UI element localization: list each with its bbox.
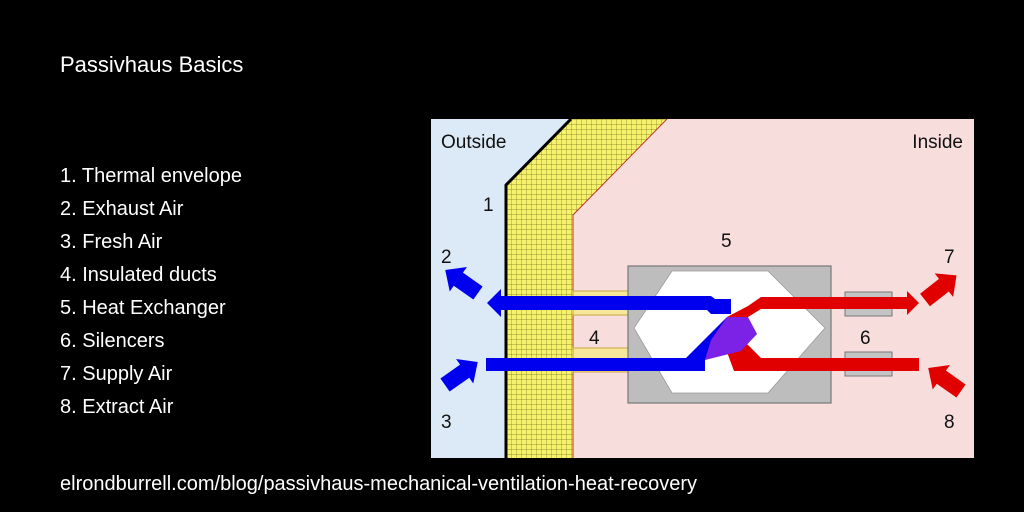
legend-item-insulated-ducts: 4. Insulated ducts [60, 264, 217, 286]
legend-list: 1. Thermal envelope 2. Exhaust Air 3. Fr… [60, 160, 242, 424]
fresh-air-path [486, 317, 748, 371]
legend-item-heat-exchanger: 5. Heat Exchanger [60, 297, 226, 319]
legend-item-thermal-envelope: 1. Thermal envelope [60, 165, 242, 187]
number-label-5: 5 [721, 231, 732, 252]
inside-label: Inside [912, 132, 963, 153]
legend-item-fresh-air: 3. Fresh Air [60, 231, 163, 253]
fresh-air-arrow [440, 358, 478, 392]
number-label-7: 7 [944, 247, 955, 268]
mvhr-diagram: Outside Inside 1 2 3 4 5 6 7 8 [431, 119, 974, 458]
outside-label: Outside [441, 132, 506, 153]
extract-air-arrow [928, 364, 966, 398]
thermal-envelope-insulation [506, 119, 667, 458]
legend-item-supply-air: 7. Supply Air [60, 363, 173, 385]
exhaust-air-arrow [445, 266, 483, 300]
number-label-1: 1 [483, 195, 494, 216]
number-label-4: 4 [589, 328, 600, 349]
number-label-8: 8 [944, 412, 955, 433]
number-label-6: 6 [860, 328, 871, 349]
number-label-3: 3 [441, 412, 452, 433]
exhaust-air-path [487, 289, 731, 317]
source-url: elrondburrell.com/blog/passivhaus-mechan… [60, 473, 697, 495]
legend-item-silencers: 6. Silencers [60, 330, 165, 352]
exchange-mixing-zone [705, 317, 757, 360]
number-label-2: 2 [441, 247, 452, 268]
supply-air-arrow [920, 273, 957, 307]
supply-air-path [727, 291, 919, 317]
envelope-inner-edge [572, 119, 668, 458]
page-title: Passivhaus Basics [60, 52, 244, 77]
legend-item-exhaust-air: 2. Exhaust Air [60, 198, 184, 220]
extract-air-path [727, 340, 919, 371]
legend-item-extract-air: 8. Extract Air [60, 396, 174, 418]
